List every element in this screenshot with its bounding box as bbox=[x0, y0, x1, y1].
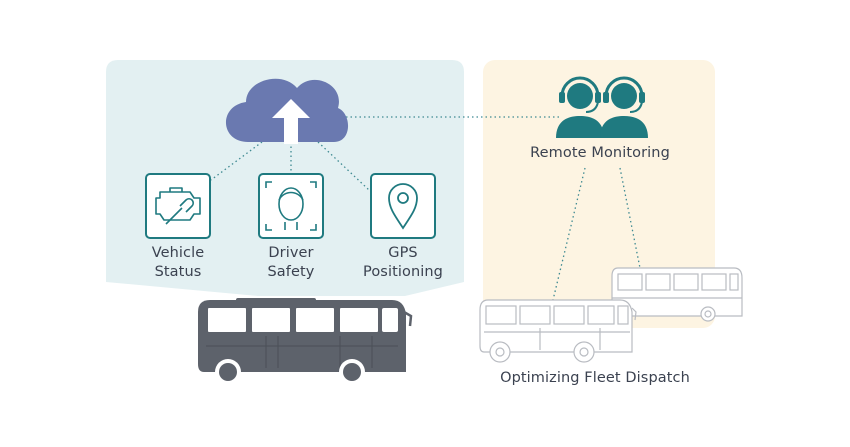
engine-wrench-icon bbox=[145, 173, 211, 239]
fleet-bus-front-icon bbox=[479, 299, 637, 363]
fleet-dispatch-label: Optimizing Fleet Dispatch bbox=[500, 370, 690, 386]
monitoring-panel bbox=[483, 60, 715, 328]
dotted-connectors bbox=[210, 116, 641, 301]
face-scan-icon bbox=[258, 173, 324, 239]
location-pin-icon bbox=[370, 173, 436, 239]
bus-icon bbox=[198, 298, 413, 385]
cloud-upload-icon bbox=[225, 78, 349, 144]
headset-operators-icon bbox=[556, 76, 648, 138]
fleet-bus-back-icon bbox=[611, 267, 743, 322]
remote-monitoring-label: Remote Monitoring bbox=[530, 145, 670, 161]
